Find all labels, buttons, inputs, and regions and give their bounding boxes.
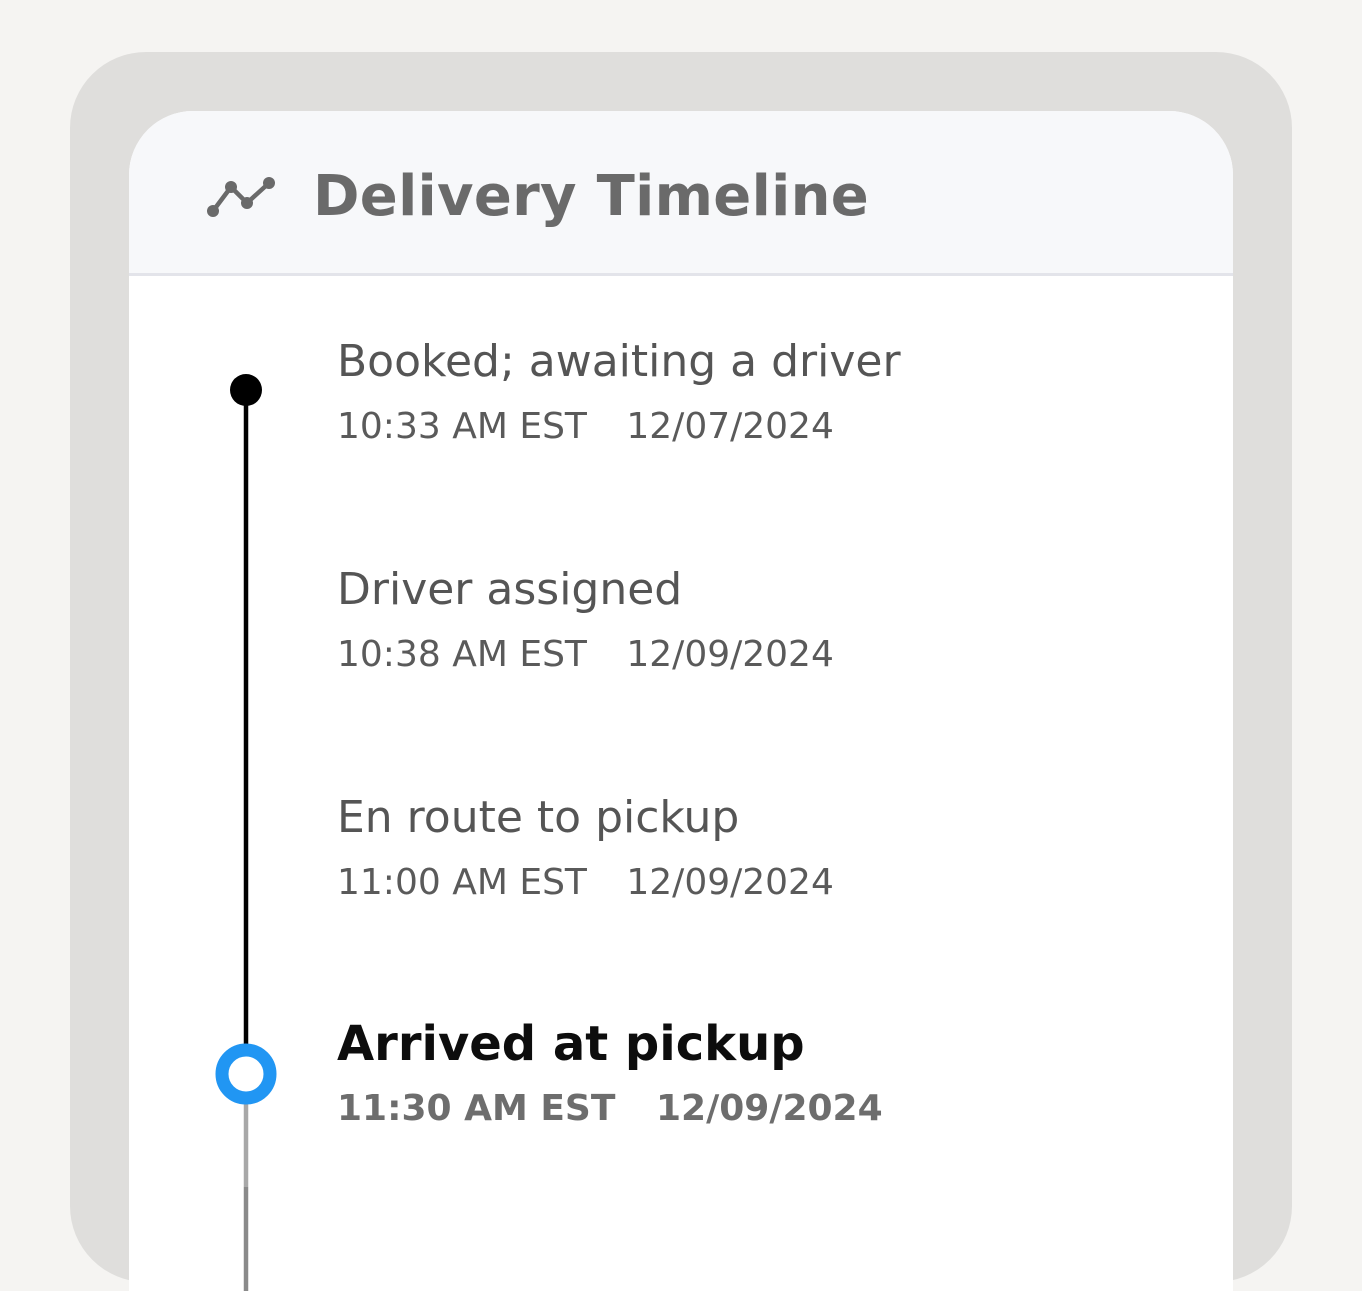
timeline-marker-current — [215, 1043, 277, 1105]
timeline-event-arrived: Arrived at pickup 11:30 AM EST 12/09/202… — [337, 1017, 883, 1131]
event-title: En route to pickup — [337, 792, 740, 843]
event-title: Driver assigned — [337, 564, 683, 615]
timeline-graph-icon — [207, 177, 275, 217]
timeline-event-en-route: En route to pickup 11:00 AM EST 12/09/20… — [337, 791, 834, 905]
event-meta: 10:38 AM EST 12/09/2024 — [337, 633, 834, 677]
event-time: 11:30 AM EST — [337, 1088, 616, 1129]
timeline-event-booked: Booked; awaiting a driver 10:33 AM EST 1… — [337, 335, 901, 449]
event-title: Booked; awaiting a driver — [337, 336, 901, 387]
event-meta: 11:30 AM EST 12/09/2024 — [337, 1087, 883, 1131]
event-time: 10:33 AM EST — [337, 406, 587, 447]
event-date: 12/07/2024 — [626, 406, 834, 447]
event-date: 12/09/2024 — [626, 862, 834, 903]
timeline-track — [215, 374, 277, 1291]
page-title: Delivery Timeline — [313, 164, 870, 229]
event-title: Arrived at pickup — [337, 1016, 805, 1072]
event-time: 10:38 AM EST — [337, 634, 587, 675]
delivery-timeline-card: Delivery Timeline Booked; awaiting a dri… — [129, 111, 1233, 1291]
event-date: 12/09/2024 — [655, 1088, 883, 1129]
timeline-event-driver-assigned: Driver assigned 10:38 AM EST 12/09/2024 — [337, 563, 834, 677]
timeline-dot-booked — [230, 374, 262, 406]
event-meta: 11:00 AM EST 12/09/2024 — [337, 861, 834, 905]
event-time: 11:00 AM EST — [337, 862, 587, 903]
event-meta: 10:33 AM EST 12/07/2024 — [337, 405, 901, 449]
card-header: Delivery Timeline — [129, 111, 1233, 276]
event-date: 12/09/2024 — [626, 634, 834, 675]
